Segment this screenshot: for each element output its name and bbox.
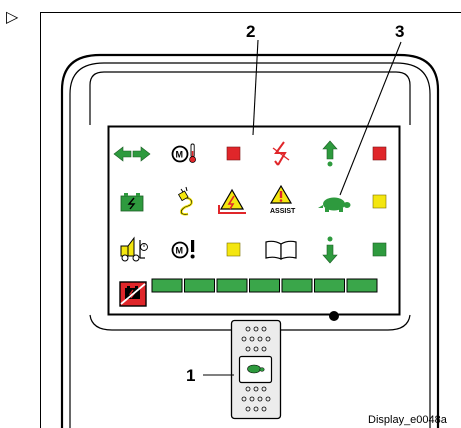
battery-bar-segment	[346, 278, 378, 293]
switch-dot	[261, 386, 267, 392]
motor-temperature-icon: M	[171, 143, 196, 163]
assist-label: ASSIST	[270, 208, 296, 215]
housing-inner	[69, 62, 431, 428]
display-mount-point	[329, 311, 339, 321]
battery-bar-segment	[314, 278, 345, 293]
callout-3-number: 3	[395, 22, 404, 41]
battery-bar-segment	[151, 278, 183, 293]
battery-charge-icon	[120, 193, 144, 212]
bezel-top	[89, 71, 411, 125]
switch-dot	[241, 336, 247, 342]
lightning-fault-icon	[272, 141, 290, 166]
motor-warning-icon: M	[171, 240, 195, 259]
callout-2-leader	[252, 39, 259, 136]
switch-dot	[253, 406, 259, 412]
switch-dots	[241, 326, 271, 412]
switch	[230, 319, 282, 420]
manual-book-icon	[265, 240, 297, 260]
switch-dot	[265, 336, 271, 342]
red-square-icon	[226, 146, 241, 161]
figure-marker: ▷	[6, 9, 19, 26]
callout-2-number: 2	[246, 22, 255, 41]
battery-bar-segment	[281, 278, 313, 293]
switch-turtle-icon	[247, 364, 265, 374]
switch-dot	[249, 336, 255, 342]
svg-text:M: M	[176, 149, 184, 159]
battery-bar-segment	[184, 278, 215, 293]
double-arrow-icon	[113, 146, 151, 162]
switch-dot	[253, 326, 259, 332]
switch-dot	[241, 396, 247, 402]
forklift-icon	[120, 236, 148, 262]
switch-dot	[253, 346, 259, 352]
switch-dot	[253, 386, 259, 392]
yellow-square-icon	[226, 242, 241, 257]
red-square-icon	[372, 146, 387, 161]
green-square-icon	[372, 242, 387, 257]
switch-dot	[245, 346, 251, 352]
charging-plug-icon	[177, 186, 193, 216]
svg-text:M: M	[176, 245, 184, 255]
switch-dot	[261, 326, 267, 332]
arrow-down-icon	[322, 236, 338, 264]
yellow-square-icon	[372, 194, 387, 209]
warning-triangle-icon	[218, 188, 246, 214]
switch-dot	[245, 386, 251, 392]
switch-dot	[245, 326, 251, 332]
battery-fault-icon	[119, 281, 147, 307]
switch-dot	[245, 406, 251, 412]
turtle-icon	[318, 197, 351, 212]
switch-dot	[249, 396, 255, 402]
arrow-up-icon	[322, 140, 338, 167]
battery-bar-segment	[216, 278, 248, 293]
switch-dot	[257, 396, 263, 402]
battery-bar-segment	[249, 278, 280, 293]
switch-dot	[261, 406, 267, 412]
housing-outer	[60, 53, 440, 428]
switch-dot	[261, 346, 267, 352]
figure-caption: Display_e0048a	[368, 414, 448, 426]
callout-3-leader	[339, 41, 402, 196]
switch-dot	[257, 336, 263, 342]
warning-assist-icon: ASSIST	[269, 184, 296, 215]
callout-1-number: 1	[186, 366, 195, 385]
battery-level-bar	[151, 278, 378, 293]
switch-dot	[265, 396, 271, 402]
